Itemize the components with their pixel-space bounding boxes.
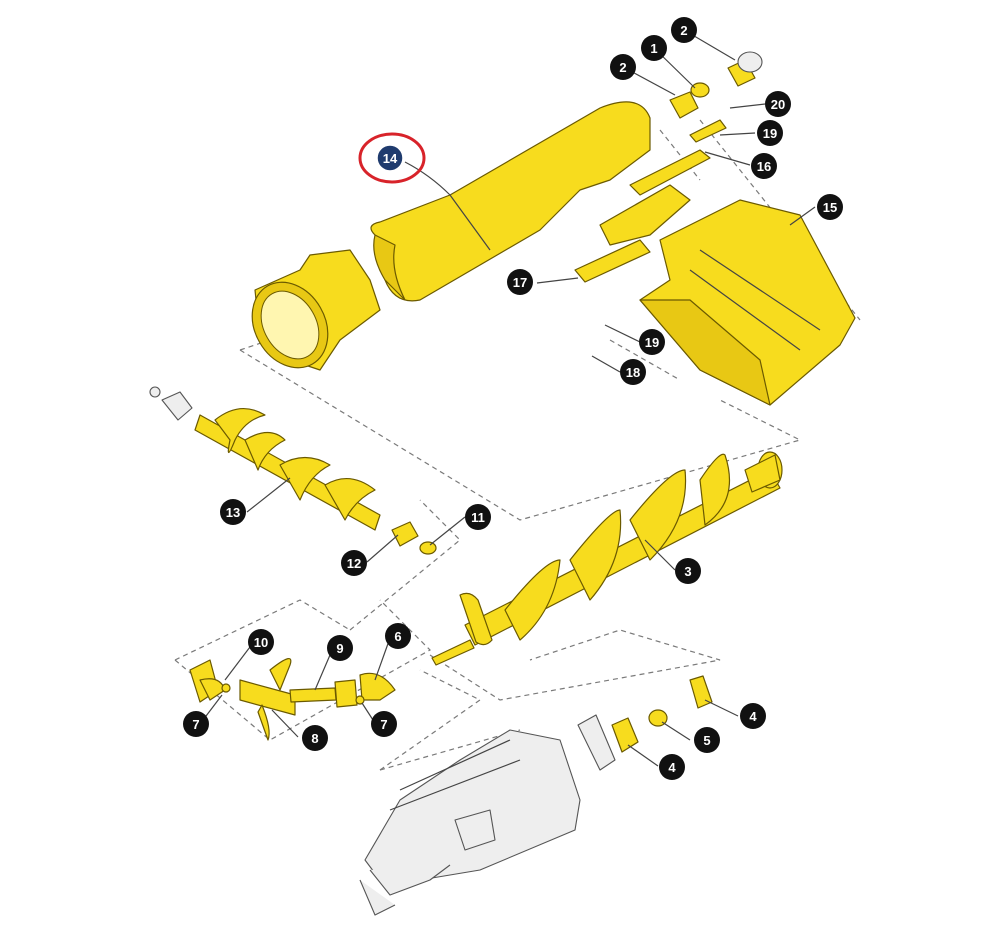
top-bearing-parts	[669, 51, 763, 119]
svg-text:10: 10	[254, 635, 268, 650]
callout-20: 20	[765, 91, 791, 117]
svg-text:1: 1	[650, 41, 657, 56]
callout-6: 6	[385, 623, 411, 649]
svg-text:5: 5	[703, 733, 710, 748]
svg-text:8: 8	[311, 731, 318, 746]
svg-text:7: 7	[380, 717, 387, 732]
main-auger	[431, 451, 783, 666]
svg-text:2: 2	[680, 23, 687, 38]
callout-16: 16	[751, 153, 777, 179]
svg-text:19: 19	[645, 335, 659, 350]
callout-19-bottom: 19	[639, 329, 665, 355]
svg-text:6: 6	[394, 629, 401, 644]
svg-text:3: 3	[684, 564, 691, 579]
left-auger	[149, 386, 437, 555]
bearing-parts	[577, 675, 713, 771]
svg-text:11: 11	[471, 510, 485, 525]
brackets	[574, 119, 727, 283]
svg-text:18: 18	[626, 365, 640, 380]
callout-7-right: 7	[371, 711, 397, 737]
callout-3: 3	[675, 558, 701, 584]
callout-15: 15	[817, 194, 843, 220]
callout-2-top-left: 2	[610, 54, 636, 80]
callout-11: 11	[465, 504, 491, 530]
highlighted-callout-label: 14	[383, 151, 398, 166]
discharge-spout	[359, 729, 581, 916]
svg-text:2: 2	[619, 60, 626, 75]
svg-text:16: 16	[757, 159, 771, 174]
hopper	[639, 199, 856, 406]
callout-2-top-right: 2	[671, 17, 697, 43]
callout-4-left: 4	[659, 754, 685, 780]
callout-leaders	[202, 29, 816, 767]
callout-7-left: 7	[183, 711, 209, 737]
svg-text:7: 7	[192, 717, 199, 732]
svg-text:12: 12	[347, 556, 361, 571]
svg-text:15: 15	[823, 200, 837, 215]
callout-5: 5	[694, 727, 720, 753]
auger-tube-assembly	[251, 101, 651, 371]
drive-parts	[189, 658, 396, 741]
svg-text:4: 4	[668, 760, 676, 775]
svg-text:17: 17	[513, 275, 527, 290]
svg-text:20: 20	[771, 97, 785, 112]
svg-text:13: 13	[226, 505, 240, 520]
callout-19-top: 19	[757, 120, 783, 146]
highlight-ring	[358, 132, 426, 184]
highlighted-callout-14[interactable]: 14	[358, 132, 451, 196]
callout-9: 9	[327, 635, 353, 661]
callout-8: 8	[302, 725, 328, 751]
svg-text:9: 9	[336, 641, 343, 656]
callout-1: 1	[641, 35, 667, 61]
callout-10: 10	[248, 629, 274, 655]
callout-12: 12	[341, 550, 367, 576]
callout-17: 17	[507, 269, 533, 295]
callout-4-right: 4	[740, 703, 766, 729]
callouts: 2 1 2 20 19 16 15 17	[183, 17, 843, 780]
svg-text:19: 19	[763, 126, 777, 141]
svg-text:4: 4	[749, 709, 757, 724]
callout-18: 18	[620, 359, 646, 385]
callout-13: 13	[220, 499, 246, 525]
